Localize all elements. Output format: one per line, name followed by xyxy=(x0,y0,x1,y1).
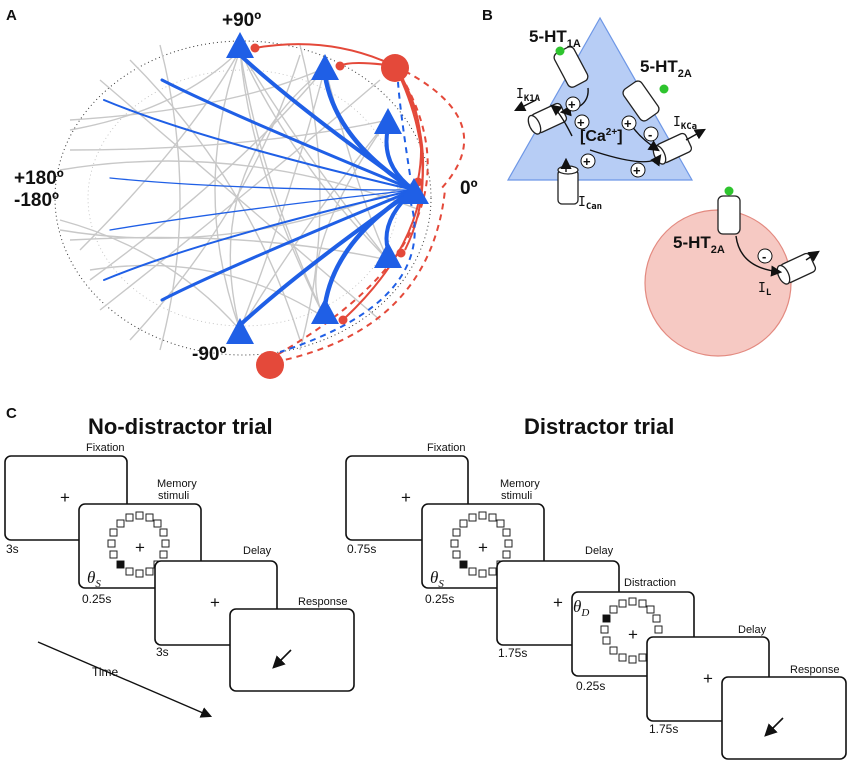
no-distractor-screens: Fixation + 3s Memory stimuli + θS 0.25s … xyxy=(4,442,355,718)
distractor-screens: Fixation + 0.75s Memory stimuli + θS 0.2… xyxy=(345,442,847,760)
plus-ca-2a: + xyxy=(624,116,632,131)
d-theta-s: θS xyxy=(430,568,444,590)
interneuron xyxy=(381,54,409,82)
d-theta-d: θD xyxy=(573,597,589,619)
label-plus-90: +90º xyxy=(222,10,261,31)
label-5ht2a-interneuron: 5-HT2A xyxy=(673,233,725,256)
interneuron xyxy=(256,351,284,379)
nd-stimulus-ring xyxy=(107,511,170,578)
nd-response-label: Response xyxy=(298,596,348,608)
plus-ca-k1a: + xyxy=(577,115,585,130)
d-response-arrow xyxy=(764,717,784,737)
ligand-dot xyxy=(555,46,565,56)
label-minus-180: -180º xyxy=(14,190,59,211)
pyramidal-neuron xyxy=(226,318,254,344)
nd-delay-label: Delay xyxy=(243,545,272,557)
nd-response-screen xyxy=(229,608,355,692)
label-5ht1a: 5-HT1A xyxy=(529,27,581,50)
pyramidal-neuron xyxy=(399,178,429,204)
d-fixation-duration: 0.75s xyxy=(347,542,376,556)
label-minus-90: -90º xyxy=(192,344,226,365)
ligand-dot xyxy=(724,186,734,196)
signaling-arrows xyxy=(513,87,820,277)
label-ik1a: IK1A xyxy=(516,87,541,104)
d-delay-2-label: Delay xyxy=(738,624,767,636)
plus-k1a: + xyxy=(568,97,576,112)
d-response-screen xyxy=(721,676,847,760)
pyramidal-neurons xyxy=(226,32,429,344)
receptor-5ht2a xyxy=(622,80,660,122)
plus-kca-ca: + xyxy=(633,163,641,178)
label-ikca: IKCa xyxy=(673,115,697,132)
label-calcium: [Ca2+] xyxy=(580,127,623,145)
nd-target-square xyxy=(117,561,124,568)
time-label: Time xyxy=(92,665,119,679)
label-plus-180: +180º xyxy=(14,168,64,189)
panel-c-letter: C xyxy=(6,405,17,422)
d-memory-cross: + xyxy=(478,538,488,557)
panel-b-letter: B xyxy=(482,7,493,24)
ligand-dots xyxy=(555,46,734,196)
d-delay-1-label: Delay xyxy=(585,545,614,557)
d-delay-1-cross: + xyxy=(553,593,563,612)
d-fixation-label: Fixation xyxy=(427,442,466,454)
pyramidal-neuron xyxy=(374,242,402,268)
ring-inner-outline xyxy=(87,69,399,327)
ligand-dot xyxy=(659,84,669,94)
minus-l: - xyxy=(762,249,766,264)
plus-can: + xyxy=(583,154,591,169)
panel-b: B xyxy=(482,7,820,357)
nd-memory-cross: + xyxy=(135,538,145,557)
d-memory-duration: 0.25s xyxy=(425,592,454,606)
panel-c: C No-distractor trial Distractor trial F… xyxy=(4,405,847,760)
dashed-excitatory xyxy=(279,81,416,353)
nd-memory-label-1: Memory xyxy=(157,478,197,490)
nd-memory-label-2: stimuli xyxy=(158,490,189,502)
time-arrow xyxy=(37,641,213,718)
nd-theta: θS xyxy=(87,568,101,590)
d-fixation-cross: + xyxy=(401,488,411,507)
plus-badges: + + + - + + - xyxy=(565,96,773,264)
d-distractor-square xyxy=(603,615,610,622)
d-delay-2-duration: 1.75s xyxy=(649,722,678,736)
minus-kca: - xyxy=(648,127,652,142)
receptors xyxy=(553,46,741,235)
panel-a: A xyxy=(6,7,478,379)
excitatory-connections xyxy=(103,53,417,327)
ring-outline xyxy=(54,40,432,356)
nd-fixation-duration: 3s xyxy=(6,542,19,556)
pyramidal-neuron xyxy=(226,32,254,58)
nd-fixation-label: Fixation xyxy=(86,442,125,454)
channel-can xyxy=(557,165,579,205)
receptor-5ht2a-interneuron xyxy=(717,195,741,235)
pyramidal-neuron xyxy=(311,54,339,80)
d-delay-2-cross: + xyxy=(703,669,713,688)
pyramidal-neuron xyxy=(311,298,339,324)
d-distraction-duration: 0.25s xyxy=(576,679,605,693)
label-il: IL xyxy=(758,281,772,298)
nd-memory-duration: 0.25s xyxy=(82,592,111,606)
d-memory-label-2: stimuli xyxy=(501,490,532,502)
d-response-label: Response xyxy=(790,664,840,676)
label-5ht2a: 5-HT2A xyxy=(640,57,692,80)
d-distraction-label: Distraction xyxy=(624,577,676,589)
label-zero: 0º xyxy=(460,178,478,199)
no-distractor-title: No-distractor trial xyxy=(88,414,273,439)
d-target-square xyxy=(460,561,467,568)
background-connections xyxy=(59,44,421,351)
distractor-title: Distractor trial xyxy=(524,414,674,439)
nd-delay-cross: + xyxy=(210,593,220,612)
d-distraction-cross: + xyxy=(628,625,638,644)
nd-response-arrow xyxy=(272,649,292,669)
nd-fixation-cross: + xyxy=(60,488,70,507)
panel-a-letter: A xyxy=(6,7,17,24)
interneuron-cell-body xyxy=(644,209,792,357)
pyramidal-neuron xyxy=(374,108,402,134)
d-memory-label-1: Memory xyxy=(500,478,540,490)
label-ican: ICan xyxy=(578,195,602,212)
d-delay-1-duration: 1.75s xyxy=(498,646,527,660)
nd-delay-duration: 3s xyxy=(156,645,169,659)
